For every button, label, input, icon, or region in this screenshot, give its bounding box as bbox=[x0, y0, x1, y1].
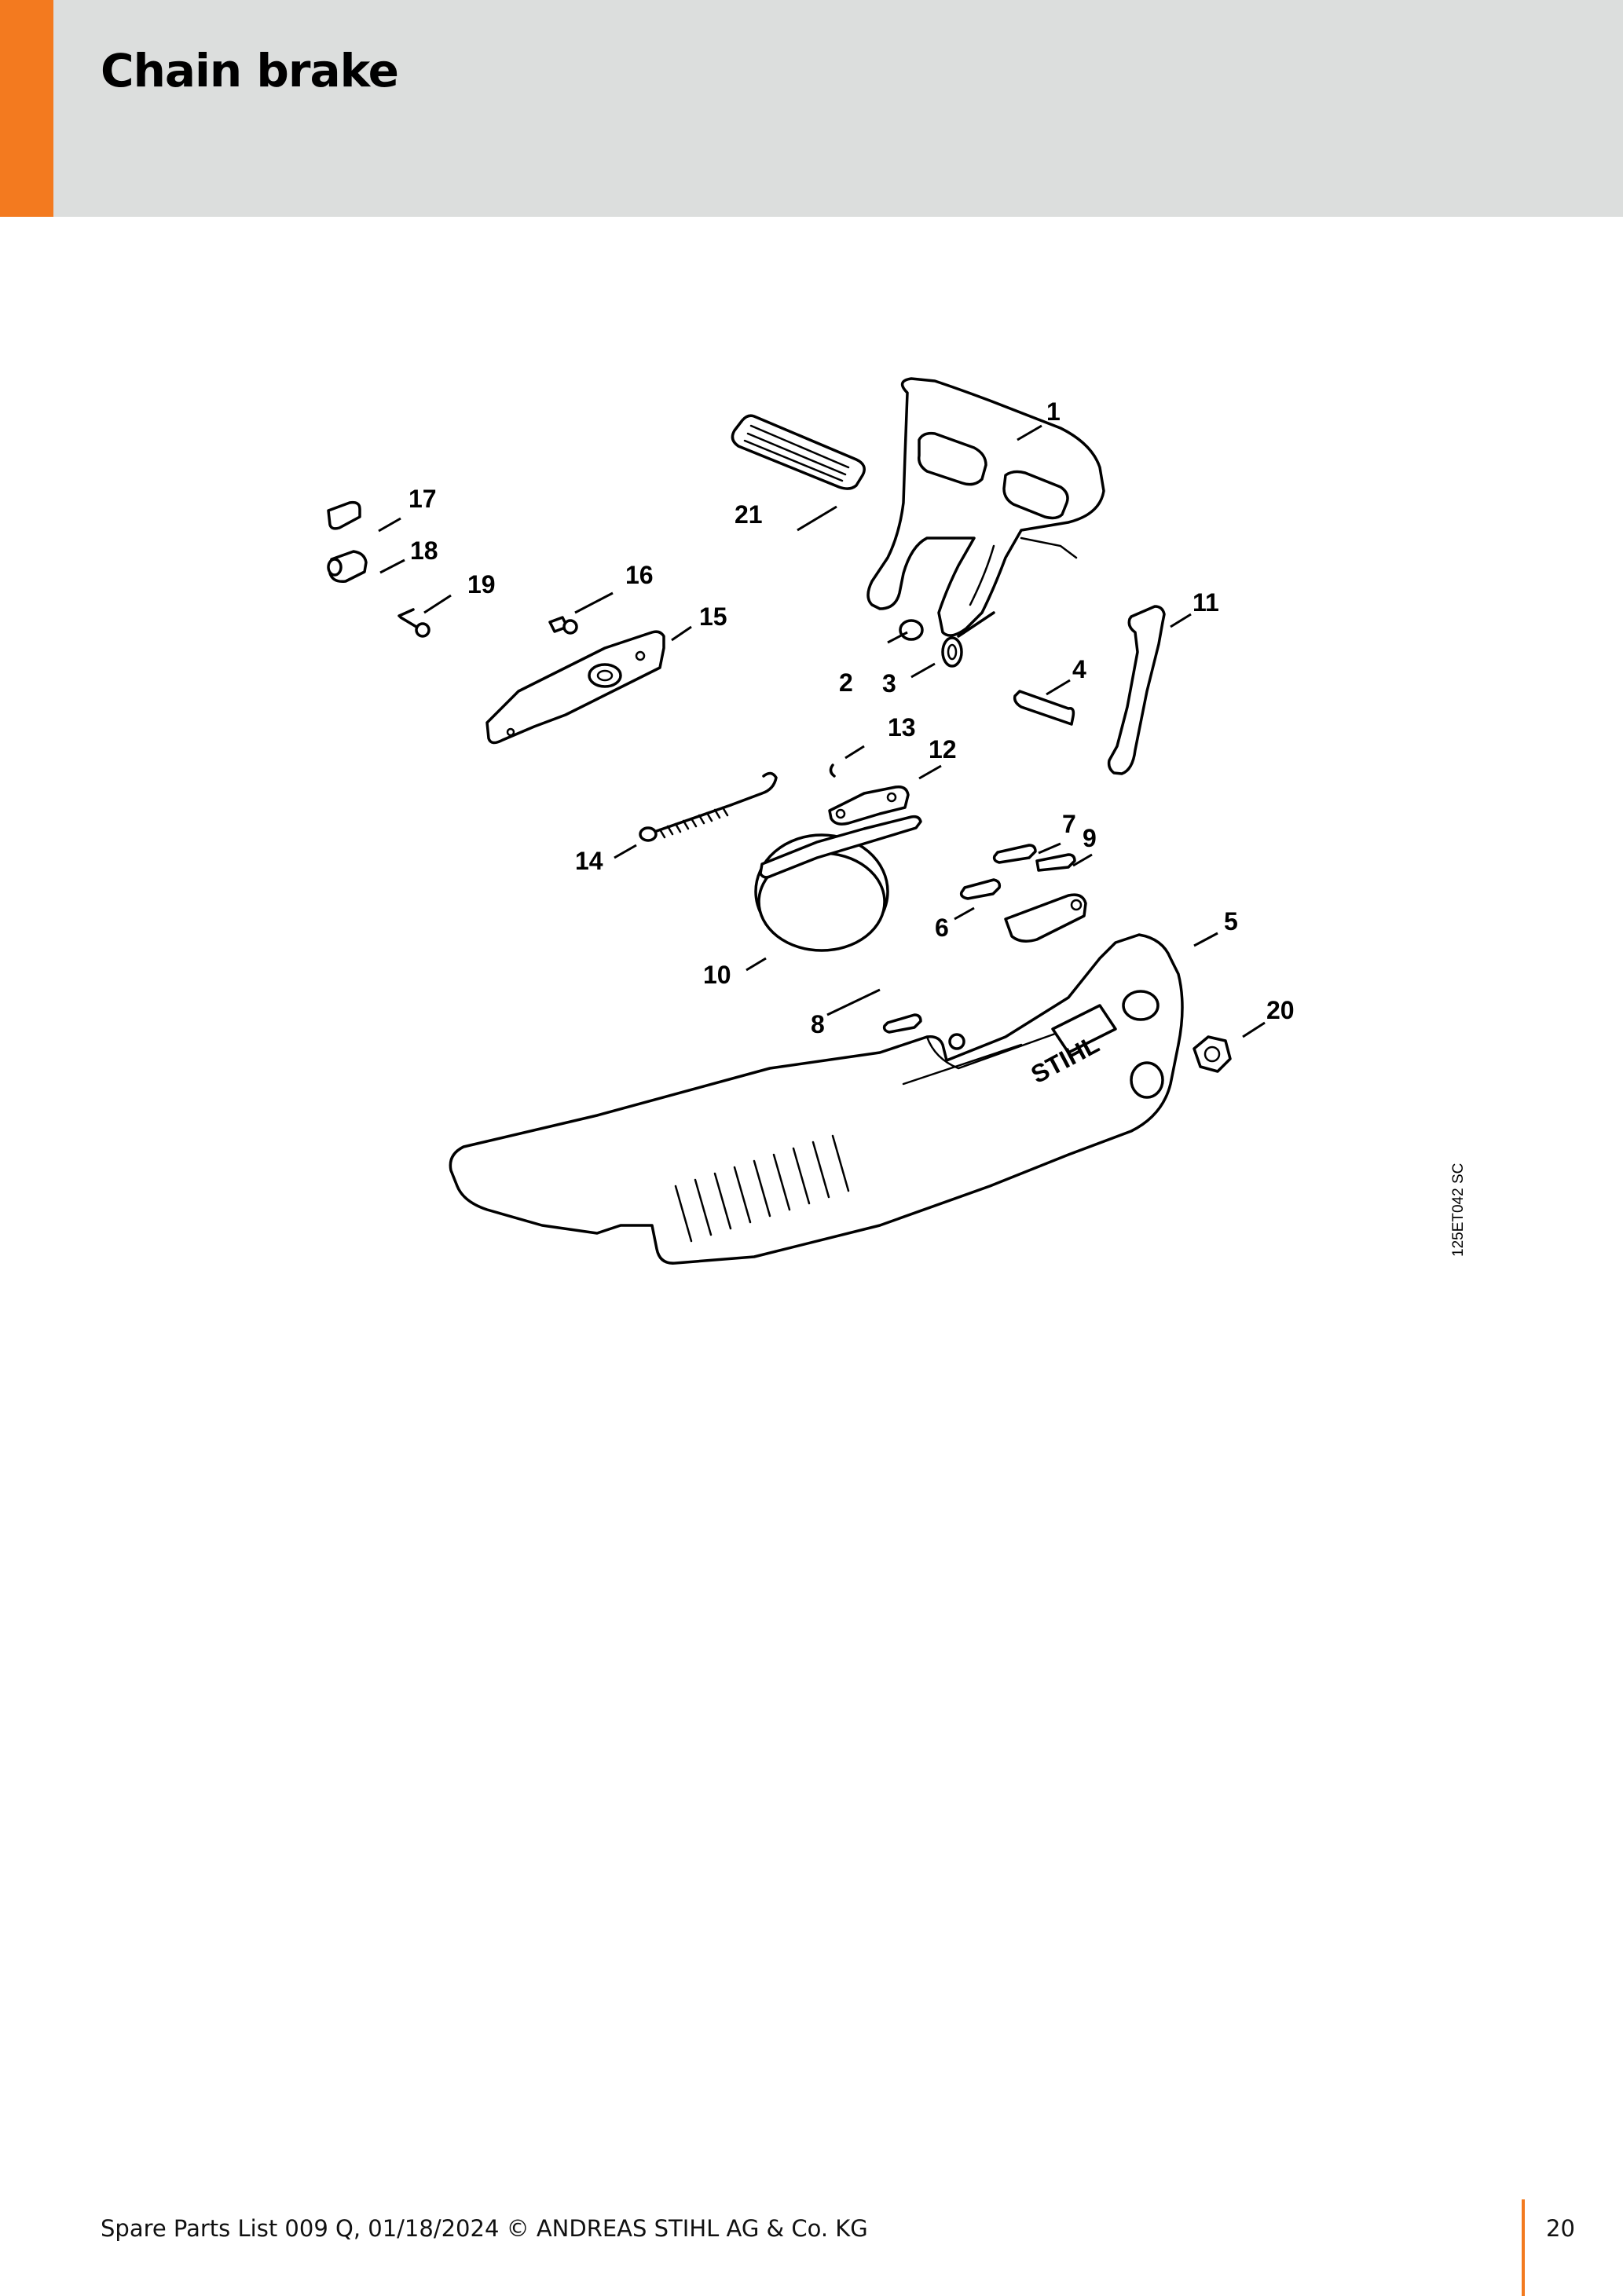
part-bumper-caps bbox=[327, 500, 430, 638]
callout-10: 10 bbox=[703, 961, 731, 989]
part-cover-plate bbox=[485, 616, 665, 745]
page-number: 20 bbox=[1546, 2215, 1575, 2242]
callout-20: 20 bbox=[1266, 996, 1295, 1024]
footer-accent-rule bbox=[1522, 2199, 1525, 2296]
callout-1: 1 bbox=[1046, 397, 1061, 426]
parts-drawing: STIHL bbox=[327, 377, 1295, 1265]
callout-9: 9 bbox=[1083, 824, 1097, 852]
part-brake-band bbox=[754, 815, 922, 952]
part-brake-lever bbox=[1107, 605, 1166, 775]
callout-14: 14 bbox=[575, 847, 603, 875]
callout-15: 15 bbox=[699, 602, 727, 631]
part-collar-nut bbox=[1193, 1035, 1232, 1073]
callout-18: 18 bbox=[410, 536, 438, 565]
callout-4: 4 bbox=[1072, 655, 1086, 683]
callout-6: 6 bbox=[935, 914, 949, 942]
callout-19: 19 bbox=[467, 570, 496, 599]
callout-11: 11 bbox=[1193, 588, 1219, 617]
part-bushing-spring-screw bbox=[899, 611, 1075, 726]
callout-21: 21 bbox=[735, 500, 763, 529]
part-hand-guard bbox=[866, 377, 1105, 637]
part-pins-and-screws bbox=[882, 844, 1087, 1034]
callout-16: 16 bbox=[625, 561, 654, 589]
callout-numbers: 1 2 3 4 5 6 7 8 9 10 11 12 13 14 15 16 1… bbox=[408, 397, 1295, 1038]
part-sprocket-cover: STIHL bbox=[449, 933, 1184, 1265]
footer-copyright: Spare Parts List 009 Q, 01/18/2024 © AND… bbox=[101, 2215, 868, 2242]
callout-13: 13 bbox=[888, 713, 916, 742]
exploded-parts-diagram: STIHL bbox=[283, 377, 1320, 1273]
callout-5: 5 bbox=[1224, 907, 1238, 936]
callout-8: 8 bbox=[811, 1010, 825, 1038]
callout-17: 17 bbox=[408, 485, 437, 513]
callout-3: 3 bbox=[882, 669, 896, 698]
part-toggle-link bbox=[828, 764, 910, 826]
callout-12: 12 bbox=[929, 735, 957, 764]
header-accent-bar bbox=[0, 0, 53, 217]
callout-leaders bbox=[378, 424, 1266, 1038]
part-tension-spring bbox=[639, 771, 778, 842]
page-title: Chain brake bbox=[101, 44, 399, 97]
callout-7: 7 bbox=[1062, 810, 1076, 838]
callout-2: 2 bbox=[839, 668, 853, 697]
figure-code: 125ET042 SC bbox=[1450, 1163, 1467, 1257]
header-band bbox=[0, 0, 1623, 217]
part-grip-pad bbox=[731, 414, 866, 490]
